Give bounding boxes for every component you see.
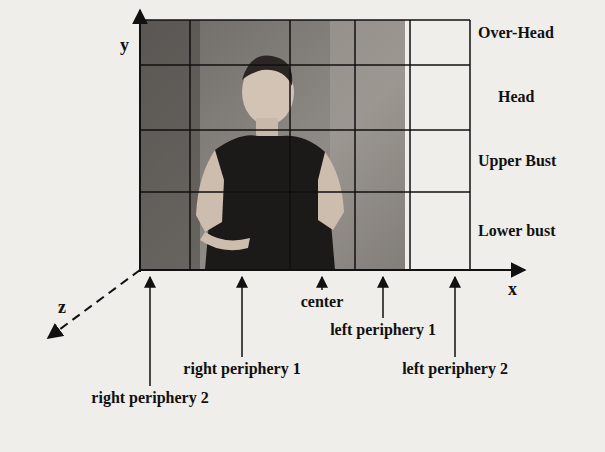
zone-label: center <box>301 293 344 311</box>
axes <box>48 10 525 338</box>
zone-label: left periphery 2 <box>402 360 508 378</box>
axis-label: x <box>508 280 517 300</box>
level-label: Lower bust <box>478 222 556 240</box>
zone-label: right periphery 2 <box>91 389 208 407</box>
level-label: Over-Head <box>478 24 554 42</box>
axis-label: y <box>120 36 129 56</box>
zone-label: right periphery 1 <box>183 360 300 378</box>
grid <box>140 20 470 270</box>
photo <box>140 20 405 270</box>
level-label: Upper Bust <box>478 152 556 170</box>
axis-label: z <box>58 298 66 318</box>
zone-label: left periphery 1 <box>330 321 436 339</box>
level-label: Head <box>498 88 534 106</box>
